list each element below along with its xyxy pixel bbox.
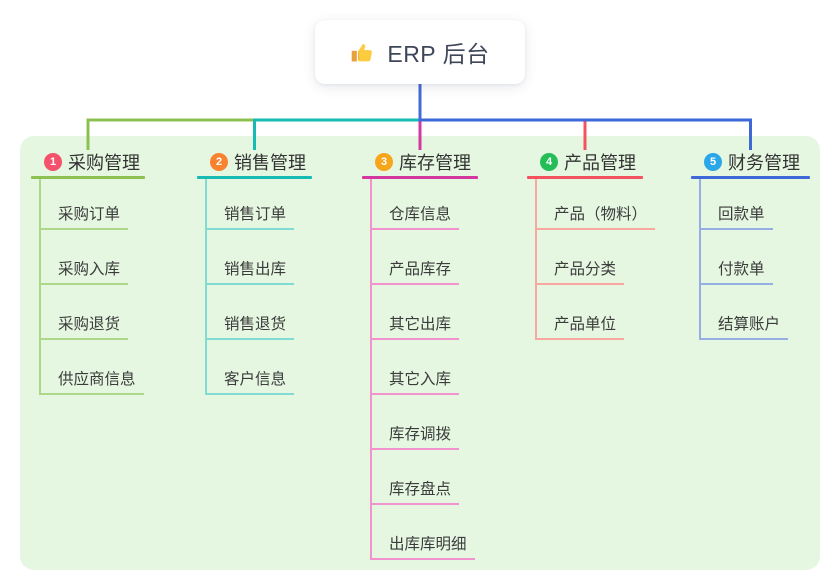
child-underline bbox=[700, 338, 788, 340]
branch-label-5: 财务管理 bbox=[728, 153, 800, 173]
child-node[interactable]: 产品库存 bbox=[389, 261, 452, 278]
child-underline bbox=[536, 283, 624, 285]
child-underline bbox=[371, 448, 459, 450]
child-underline bbox=[206, 338, 294, 340]
branch-node-2[interactable]: 2 销售管理 bbox=[197, 150, 312, 174]
branch-badge-4: 4 bbox=[540, 153, 558, 171]
branch-underline-2 bbox=[197, 176, 312, 179]
branch-underline-5 bbox=[691, 176, 810, 179]
child-node[interactable]: 客户信息 bbox=[224, 371, 287, 388]
branch-child-connector-2 bbox=[205, 177, 207, 395]
branch-child-connector-3 bbox=[370, 177, 372, 560]
child-node[interactable]: 采购退货 bbox=[58, 316, 121, 333]
branch-label-1: 采购管理 bbox=[68, 153, 140, 173]
branch-node-5[interactable]: 5 财务管理 bbox=[691, 150, 810, 174]
child-node[interactable]: 采购入库 bbox=[58, 261, 121, 278]
child-node[interactable]: 产品分类 bbox=[554, 261, 617, 278]
child-underline bbox=[700, 283, 773, 285]
branch-label-3: 库存管理 bbox=[399, 153, 471, 173]
child-node[interactable]: 销售退货 bbox=[224, 316, 287, 333]
child-underline bbox=[40, 338, 128, 340]
child-underline bbox=[371, 558, 475, 560]
child-underline bbox=[40, 393, 144, 395]
child-underline bbox=[206, 283, 294, 285]
child-node[interactable]: 其它出库 bbox=[389, 316, 452, 333]
child-underline bbox=[371, 338, 459, 340]
branch-label-2: 销售管理 bbox=[234, 153, 306, 173]
branch-badge-5: 5 bbox=[704, 153, 722, 171]
branch-node-4[interactable]: 4 产品管理 bbox=[527, 150, 643, 174]
root-node-label: ERP 后台 bbox=[387, 41, 490, 67]
child-node[interactable]: 回款单 bbox=[718, 206, 765, 223]
branch-child-connector-4 bbox=[535, 177, 537, 340]
child-underline bbox=[700, 228, 773, 230]
child-node[interactable]: 付款单 bbox=[718, 261, 765, 278]
branch-node-3[interactable]: 3 库存管理 bbox=[362, 150, 478, 174]
child-node[interactable]: 供应商信息 bbox=[58, 371, 136, 388]
child-node[interactable]: 其它入库 bbox=[389, 371, 452, 388]
branch-label-4: 产品管理 bbox=[564, 153, 636, 173]
child-underline bbox=[371, 228, 459, 230]
child-node[interactable]: 产品单位 bbox=[554, 316, 617, 333]
child-node[interactable]: 出库库明细 bbox=[389, 536, 467, 553]
child-underline bbox=[40, 228, 128, 230]
child-node[interactable]: 库存盘点 bbox=[389, 481, 452, 498]
child-underline bbox=[536, 228, 655, 230]
branch-badge-1: 1 bbox=[44, 153, 62, 171]
branch-node-1[interactable]: 1 采购管理 bbox=[31, 150, 145, 174]
child-underline bbox=[206, 393, 294, 395]
child-underline bbox=[536, 338, 624, 340]
child-underline bbox=[40, 283, 128, 285]
branch-badge-3: 3 bbox=[375, 153, 393, 171]
child-node[interactable]: 销售出库 bbox=[224, 261, 287, 278]
child-underline bbox=[371, 503, 459, 505]
branch-child-connector-1 bbox=[39, 177, 41, 395]
child-node[interactable]: 结算账户 bbox=[718, 316, 781, 333]
branch-underline-1 bbox=[31, 176, 145, 179]
child-underline bbox=[371, 283, 459, 285]
child-node[interactable]: 采购订单 bbox=[58, 206, 121, 223]
child-underline bbox=[206, 228, 294, 230]
branch-underline-4 bbox=[527, 176, 643, 179]
child-node[interactable]: 销售订单 bbox=[224, 206, 287, 223]
root-node[interactable]: ERP 后台 bbox=[315, 20, 525, 84]
child-node[interactable]: 产品（物料） bbox=[554, 206, 648, 223]
branch-child-connector-5 bbox=[699, 177, 701, 340]
child-underline bbox=[371, 393, 459, 395]
child-node[interactable]: 库存调拨 bbox=[389, 426, 452, 443]
branch-underline-3 bbox=[362, 176, 478, 179]
branches-container bbox=[20, 136, 820, 570]
child-node[interactable]: 仓库信息 bbox=[389, 206, 452, 223]
thumbs-up-icon bbox=[350, 39, 377, 66]
branch-badge-2: 2 bbox=[210, 153, 228, 171]
